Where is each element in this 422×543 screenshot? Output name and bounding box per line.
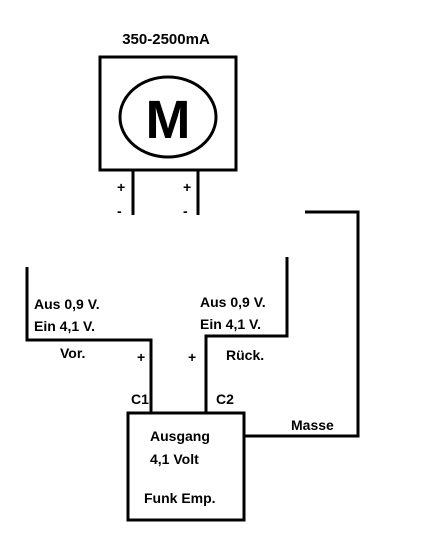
left-direction-label: Vor.: [60, 345, 85, 361]
ground-label: Masse: [291, 417, 334, 433]
motor-left-minus: -: [117, 203, 122, 219]
ground-wire: [244, 210, 360, 438]
receiver-box: [126, 411, 246, 522]
motor-current-label: 350-2500mA: [122, 31, 210, 48]
motor-symbol: M: [146, 90, 191, 150]
motor-right-minus: -: [183, 203, 188, 219]
left-wire: [25, 267, 153, 413]
motor-circle: [118, 75, 218, 159]
left-plus-label: +: [137, 349, 145, 365]
receiver-output-label: Ausgang: [150, 428, 210, 444]
left-aus-label: Aus 0,9 V.: [34, 296, 100, 312]
right-plus-label: +: [188, 349, 196, 365]
receiver-voltage-label: 4,1 Volt: [150, 451, 199, 467]
receiver-name-label: Funk Emp.: [144, 490, 216, 506]
left-channel-label: C1: [131, 391, 149, 407]
motor-right-plus: +: [183, 179, 191, 195]
motor-box: [98, 55, 238, 172]
motor-left-plus: +: [117, 179, 125, 195]
right-direction-label: Rück.: [226, 347, 264, 363]
left-ein-label: Ein 4,1 V.: [34, 318, 95, 334]
right-aus-label: Aus 0,9 V.: [200, 294, 266, 310]
right-wire: [204, 257, 289, 413]
right-ein-label: Ein 4,1 V.: [200, 316, 261, 332]
right-channel-label: C2: [216, 391, 234, 407]
